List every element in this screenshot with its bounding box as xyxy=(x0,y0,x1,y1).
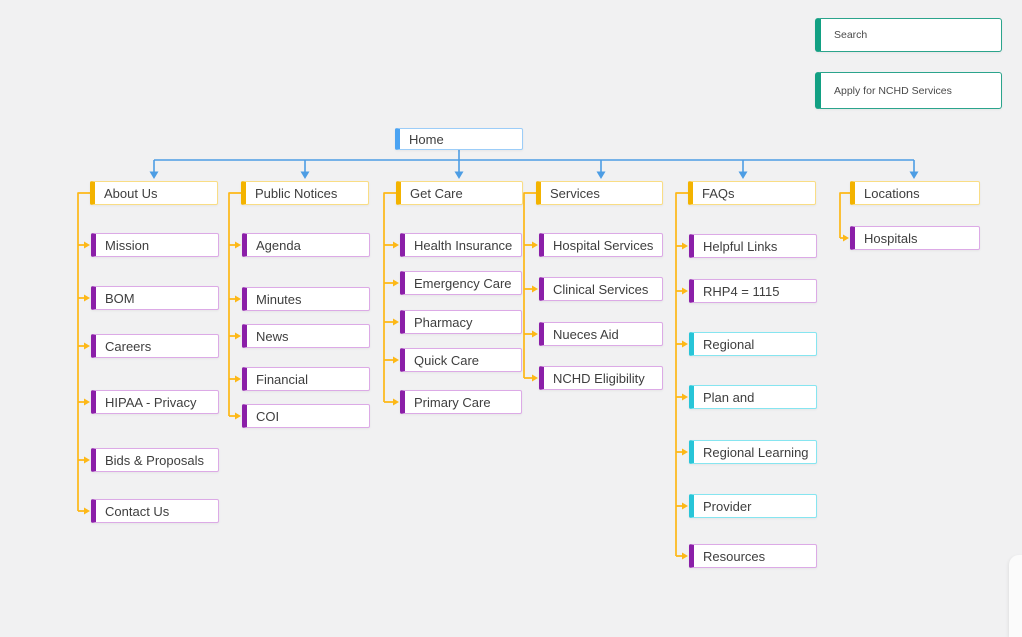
node-label: HIPAA - Privacy xyxy=(105,394,197,410)
node-label: Emergency Care xyxy=(414,275,512,291)
node-label: Careers xyxy=(105,338,152,354)
node-minutes[interactable]: Minutes xyxy=(242,287,370,311)
node-hipaa-privacy[interactable]: HIPAA - Privacy xyxy=(91,390,219,414)
node-home[interactable]: Home xyxy=(395,128,523,150)
node-coi[interactable]: COI xyxy=(242,404,370,428)
node-label: Helpful Links xyxy=(703,238,778,254)
node-nchd-eligibility[interactable]: NCHD Eligibility xyxy=(539,366,663,390)
node-label: Hospital Services xyxy=(553,237,654,253)
node-header-get-care[interactable]: Get Care xyxy=(396,181,523,205)
node-label: BOM xyxy=(105,290,135,306)
node-regional-learning[interactable]: Regional Learning xyxy=(689,440,817,464)
node-header-public-notices[interactable]: Public Notices xyxy=(241,181,369,205)
node-agenda[interactable]: Agenda xyxy=(242,233,370,257)
node-label: Agenda xyxy=(256,237,301,253)
node-label: Plan and xyxy=(703,389,755,405)
node-pharmacy[interactable]: Pharmacy xyxy=(400,310,522,334)
node-label: Regional Learning xyxy=(703,444,809,460)
node-label: Clinical Services xyxy=(553,281,649,297)
node-header-services[interactable]: Services xyxy=(536,181,663,205)
node-apply-for-nchd-services[interactable]: Apply for NCHD Services xyxy=(815,72,1002,109)
node-primary-care[interactable]: Primary Care xyxy=(400,390,522,414)
node-label: News xyxy=(256,328,289,344)
node-emergency-care[interactable]: Emergency Care xyxy=(400,271,522,295)
node-header-faqs[interactable]: FAQs xyxy=(688,181,816,205)
node-label: Primary Care xyxy=(414,394,491,410)
node-hospital-services[interactable]: Hospital Services xyxy=(539,233,663,257)
node-nueces-aid[interactable]: Nueces Aid xyxy=(539,322,663,346)
node-label: Public Notices xyxy=(255,185,338,201)
node-quick-care[interactable]: Quick Care xyxy=(400,348,522,372)
node-label: About Us xyxy=(104,185,158,201)
node-label: FAQs xyxy=(702,185,735,201)
node-bids-proposals[interactable]: Bids & Proposals xyxy=(91,448,219,472)
scrollbar-thumb[interactable] xyxy=(1009,555,1022,637)
node-resources[interactable]: Resources xyxy=(689,544,817,568)
node-careers[interactable]: Careers xyxy=(91,334,219,358)
node-rhp4-1115[interactable]: RHP4 = 1115 xyxy=(689,279,817,303)
node-search[interactable]: Search xyxy=(815,18,1002,52)
node-label: Contact Us xyxy=(105,503,170,519)
node-label: Search xyxy=(834,29,868,41)
node-label: Health Insurance xyxy=(414,237,513,253)
node-bom[interactable]: BOM xyxy=(91,286,219,310)
node-hospitals[interactable]: Hospitals xyxy=(850,226,980,250)
node-label: Nueces Aid xyxy=(553,326,619,342)
node-label: Home xyxy=(409,131,444,147)
node-header-locations[interactable]: Locations xyxy=(850,181,980,205)
node-label: Services xyxy=(550,185,600,201)
node-label: NCHD Eligibility xyxy=(553,370,645,386)
node-label: Locations xyxy=(864,185,920,201)
node-label: Get Care xyxy=(410,185,463,201)
node-label: Provider xyxy=(703,498,752,514)
node-label: Bids & Proposals xyxy=(105,452,204,468)
node-label: Mission xyxy=(105,237,150,253)
node-label: Hospitals xyxy=(864,230,918,246)
node-helpful-links[interactable]: Helpful Links xyxy=(689,234,817,258)
node-label: Resources xyxy=(703,548,766,564)
node-label: COI xyxy=(256,408,280,424)
node-regional[interactable]: Regional xyxy=(689,332,817,356)
node-clinical-services[interactable]: Clinical Services xyxy=(539,277,663,301)
node-label: Minutes xyxy=(256,291,302,307)
node-label: Apply for NCHD Services xyxy=(834,84,952,97)
node-label: Regional xyxy=(703,336,755,352)
node-label: Quick Care xyxy=(414,352,480,368)
node-health-insurance[interactable]: Health Insurance xyxy=(400,233,522,257)
node-label: Pharmacy xyxy=(414,314,473,330)
node-header-about-us[interactable]: About Us xyxy=(90,181,218,205)
node-provider[interactable]: Provider xyxy=(689,494,817,518)
node-mission[interactable]: Mission xyxy=(91,233,219,257)
node-label: RHP4 = 1115 xyxy=(703,283,780,299)
node-contact-us[interactable]: Contact Us xyxy=(91,499,219,523)
node-news[interactable]: News xyxy=(242,324,370,348)
node-label: Financial xyxy=(256,371,309,387)
node-plan-and[interactable]: Plan and xyxy=(689,385,817,409)
node-financial[interactable]: Financial xyxy=(242,367,370,391)
